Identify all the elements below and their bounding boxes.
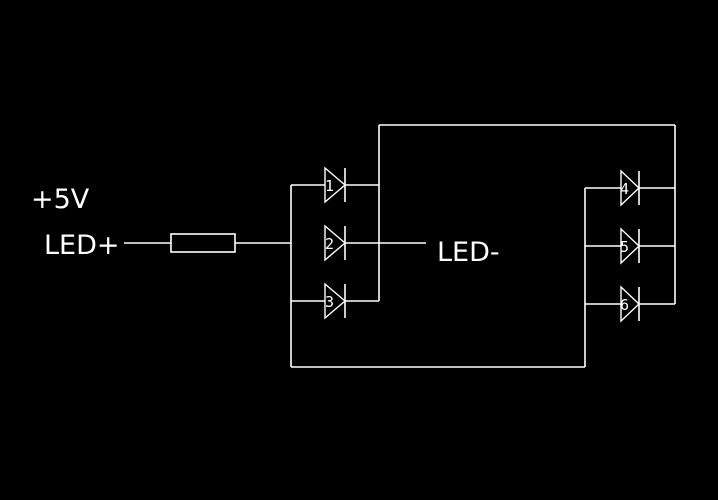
led-6-number: 6	[620, 296, 629, 314]
led-6: 6	[620, 285, 641, 323]
resistor	[170, 233, 236, 253]
led-1-number: 1	[325, 177, 334, 195]
led-minus-label: LED-	[437, 237, 500, 268]
led-3-triangle	[324, 282, 347, 320]
led-2: 2	[324, 224, 347, 262]
led-2-number: 2	[325, 235, 334, 253]
led-2-triangle	[324, 224, 347, 262]
led-5-triangle	[620, 227, 641, 265]
led-1: 1	[324, 166, 347, 204]
led-5-number: 5	[620, 238, 629, 256]
led-4: 4	[620, 169, 641, 207]
led-3: 3	[324, 282, 347, 320]
led-6-triangle	[620, 285, 641, 323]
led-4-number: 4	[620, 180, 629, 198]
supply-voltage-label: +5V	[31, 184, 90, 215]
led-4-triangle	[620, 169, 641, 207]
led-5: 5	[620, 227, 641, 265]
led-1-triangle	[324, 166, 347, 204]
led-3-number: 3	[325, 293, 334, 311]
led-plus-label: LED+	[44, 230, 120, 261]
